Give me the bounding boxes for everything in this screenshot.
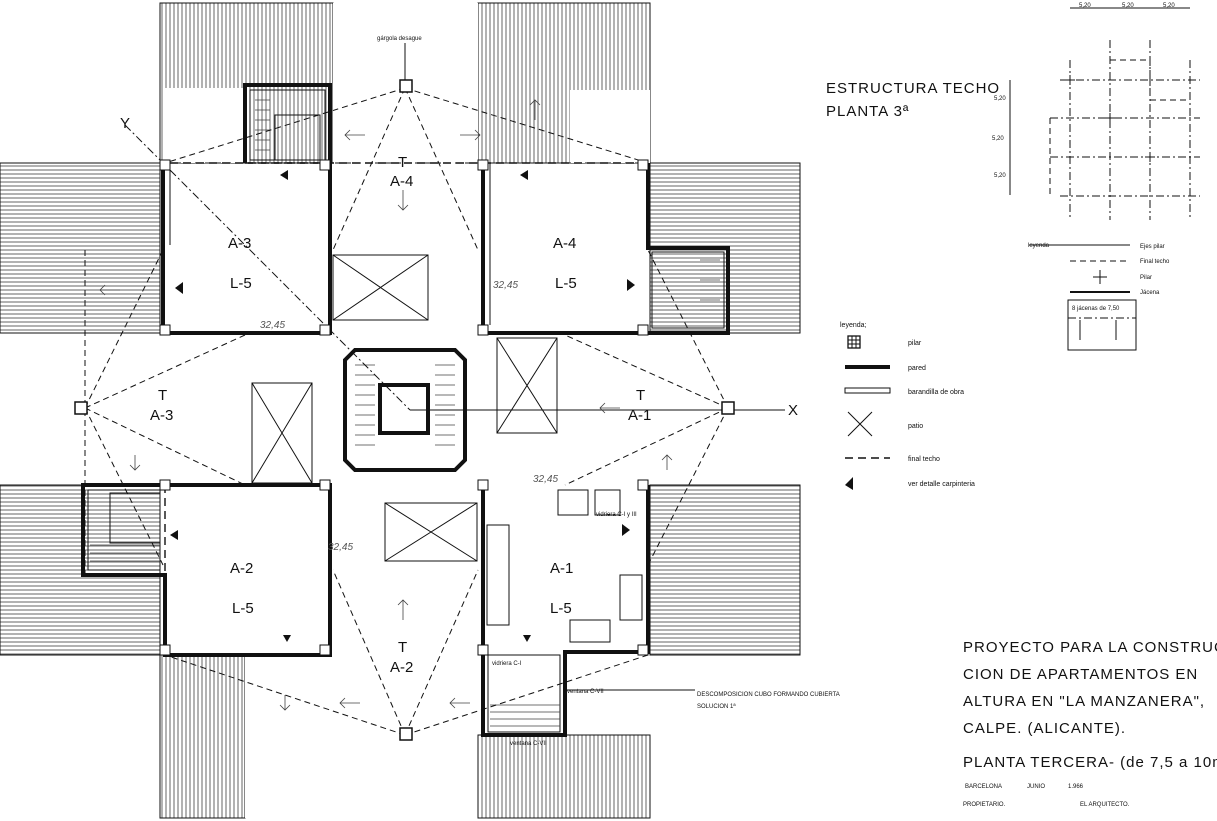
project-year: 1.966: [1068, 784, 1084, 790]
hatched-terraces: [0, 2, 801, 819]
terrace-a4-t: T: [398, 154, 407, 171]
terrace-a2-code: A-2: [390, 659, 413, 676]
mini-legend-ejes: Ejes pilar: [1140, 244, 1165, 250]
terrace-a1-code: A-1: [628, 407, 651, 424]
drawing-title-line2: PLANTA 3ª: [826, 103, 909, 120]
mini-legend-heading: leyenda: [1028, 243, 1050, 249]
project-line3: ALTURA EN "LA MANZANERA",: [963, 693, 1205, 710]
project-line2: CION DE APARTAMENTOS EN: [963, 666, 1198, 683]
legend-patio-symbol: [847, 411, 873, 437]
mini-dim-left-2: 5,20: [992, 136, 1004, 142]
mini-dim-top-1: 5,20: [1079, 3, 1091, 9]
elevation-note-3: 32,45: [533, 474, 558, 485]
project-owner: PROPIETARIO.: [963, 802, 1006, 808]
project-title-block: PROYECTO PARA LA CONSTRUC- CION DE APART…: [963, 639, 1217, 808]
mini-dim-top-2: 5,20: [1122, 3, 1134, 9]
mini-legend-pilar: Pilar: [1140, 275, 1152, 281]
legend-barandilla-symbol: [844, 387, 891, 394]
apt-a3-type: L-5: [230, 275, 252, 292]
descomposicion-line2: SOLUCION 1ª: [697, 703, 736, 710]
legend-pilar-symbol: [847, 335, 861, 349]
terrace-a3-t: T: [158, 387, 167, 404]
apt-a4-type: L-5: [555, 275, 577, 292]
mini-dim-left-1: 5,20: [994, 96, 1006, 102]
legend: leyenda; pilar pared barandilla de obra …: [840, 322, 975, 490]
mini-dim-top-3: 5,20: [1163, 3, 1175, 9]
descomposicion-line1: DESCOMPOSICION CUBO FORMANDO CUBIERTA: [697, 692, 840, 698]
gargola-label: gárgola desague: [377, 36, 422, 42]
drawing-title-line1: ESTRUCTURA TECHO: [826, 80, 1000, 97]
mini-legend-jacena: Jácena: [1140, 290, 1160, 296]
ventana-c7-label-a: ventana C-VII: [567, 689, 604, 695]
project-line5: PLANTA TERCERA- (de 7,5 a 10m.): [963, 754, 1217, 771]
mini-dim-left-3: 5,20: [994, 173, 1006, 179]
vidriera-c1-iii-label: vidriera C-I y III: [596, 512, 637, 518]
project-architect: EL ARQUITECTO.: [1080, 802, 1130, 808]
carpentry-markers: [170, 170, 635, 642]
apt-a2-code: A-2: [230, 560, 253, 577]
slope-arrows: [99, 99, 673, 711]
elevation-note-4: 32,45: [328, 542, 353, 553]
legend-item-final-techo: final techo: [908, 456, 940, 463]
project-line4: CALPE. (ALICANTE).: [963, 720, 1126, 737]
apt-a3-code: A-3: [228, 235, 251, 252]
project-month: JUNIO: [1027, 784, 1045, 790]
axis-y-label: Y: [120, 115, 130, 132]
stair-details: [87, 89, 725, 733]
legend-item-patio: patio: [908, 423, 923, 430]
legend-item-carpinteria: ver detalle carpinteria: [908, 481, 975, 488]
terrace-a1-t: T: [636, 387, 645, 404]
ventana-c7-label-b: ventana C-VII: [510, 741, 547, 747]
apt-a2-type: L-5: [232, 600, 254, 617]
project-city: BARCELONA: [965, 784, 1002, 790]
axis-x-label: X: [788, 402, 798, 419]
mini-jacenas-label: 8 jácenas de 7,50: [1072, 306, 1120, 312]
terrace-a2-t: T: [398, 639, 407, 656]
mini-structure-diagram: 5,20 5,20 5,20 5,20 5,20 5,20 leyenda Ej…: [992, 3, 1200, 351]
legend-item-barandilla: barandilla de obra: [908, 389, 964, 396]
apt-a1-type: L-5: [550, 600, 572, 617]
vidriera-c1-label: vidriera C-I: [492, 661, 522, 667]
apt-a4-code: A-4: [553, 235, 576, 252]
legend-item-pared: pared: [908, 365, 926, 372]
terrace-a4-code: A-4: [390, 173, 413, 190]
project-line1: PROYECTO PARA LA CONSTRUC-: [963, 639, 1217, 656]
legend-item-pilar: pilar: [908, 340, 922, 347]
legend-heading: leyenda;: [840, 322, 867, 329]
pillars: [74, 79, 735, 741]
elevation-note-1: 32,45: [493, 280, 518, 291]
elevation-note-2: 32,45: [260, 320, 285, 331]
mini-legend-final: Final techo: [1140, 259, 1170, 265]
terrace-a3-code: A-3: [150, 407, 173, 424]
legend-carpinteria-symbol: [845, 477, 853, 490]
apt-a1-code: A-1: [550, 560, 573, 577]
patios: [251, 254, 558, 562]
